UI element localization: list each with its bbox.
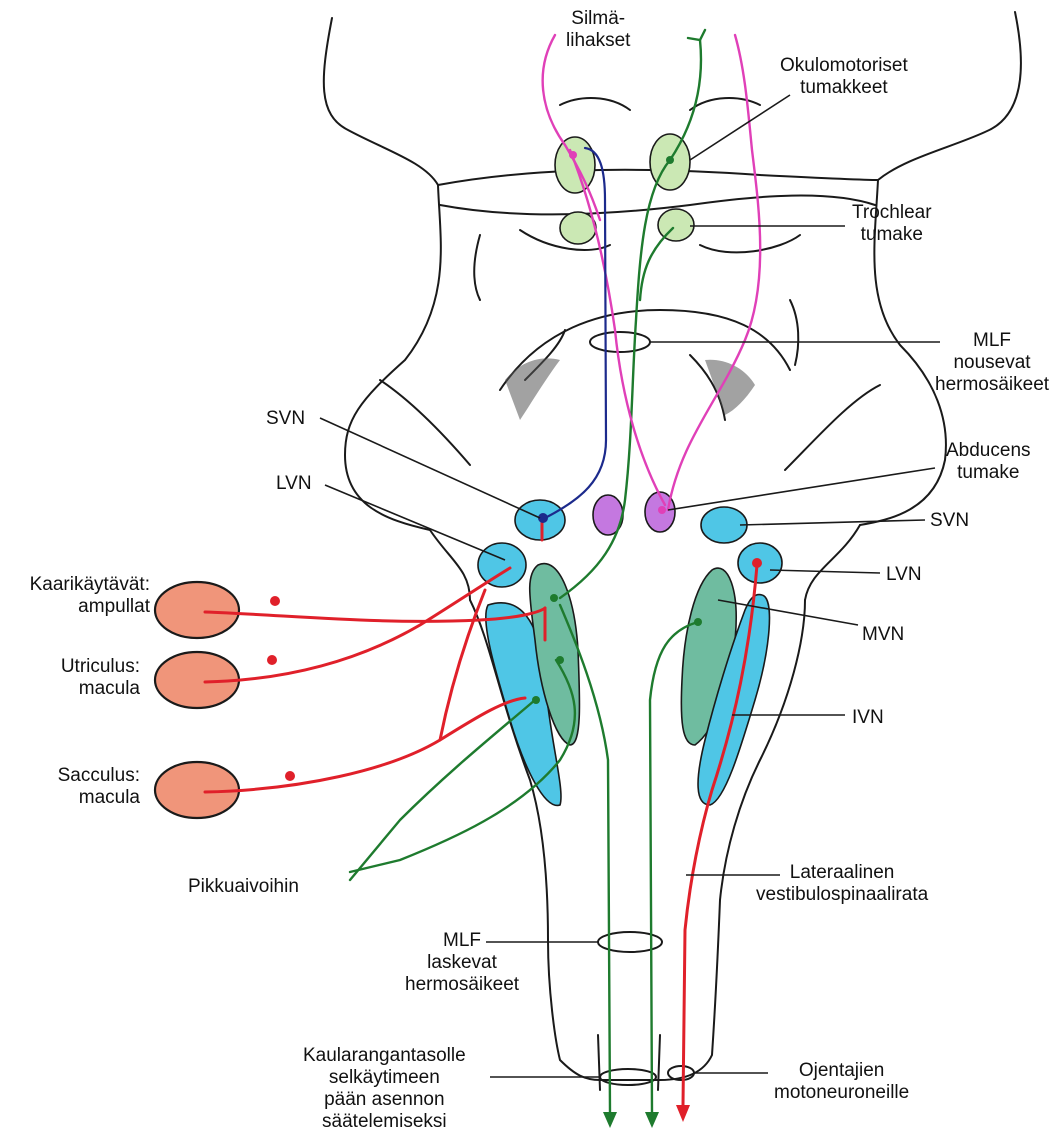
svn-left-label: SVN [266,408,305,430]
ivn-label: IVN [852,707,884,729]
eye-muscles-label: Silmä-lihakset [566,8,630,52]
afferent-fibers [205,519,757,1105]
cerebellum-label: Pikkuaivoihin [188,876,299,898]
lvn-left [478,543,526,587]
blue-fibers [545,148,606,518]
saccule-label: Sacculus:macula [8,765,140,809]
lvn-left-label: LVN [276,473,312,495]
receptors [155,582,239,818]
mlf-ascending-marker [590,332,650,352]
utricle-label: Utriculus:macula [8,656,140,700]
trochlear-nucleus-left [560,212,596,244]
cervical-marker [600,1069,656,1085]
svn-right-label: SVN [930,510,969,532]
oculomotor-fibers [543,35,761,510]
ascending-and-descending-fibers [350,30,705,1112]
peduncle-shading [505,358,755,420]
canals-label: Kaarikäytävät:ampullat [8,574,150,618]
lvn-right-label: LVN [886,564,922,586]
mvn-label: MVN [862,624,904,646]
canal-ampulla-receptor [155,582,239,638]
vestibular-nuclei [478,492,782,805]
trochlear-nucleus-right [658,209,694,241]
